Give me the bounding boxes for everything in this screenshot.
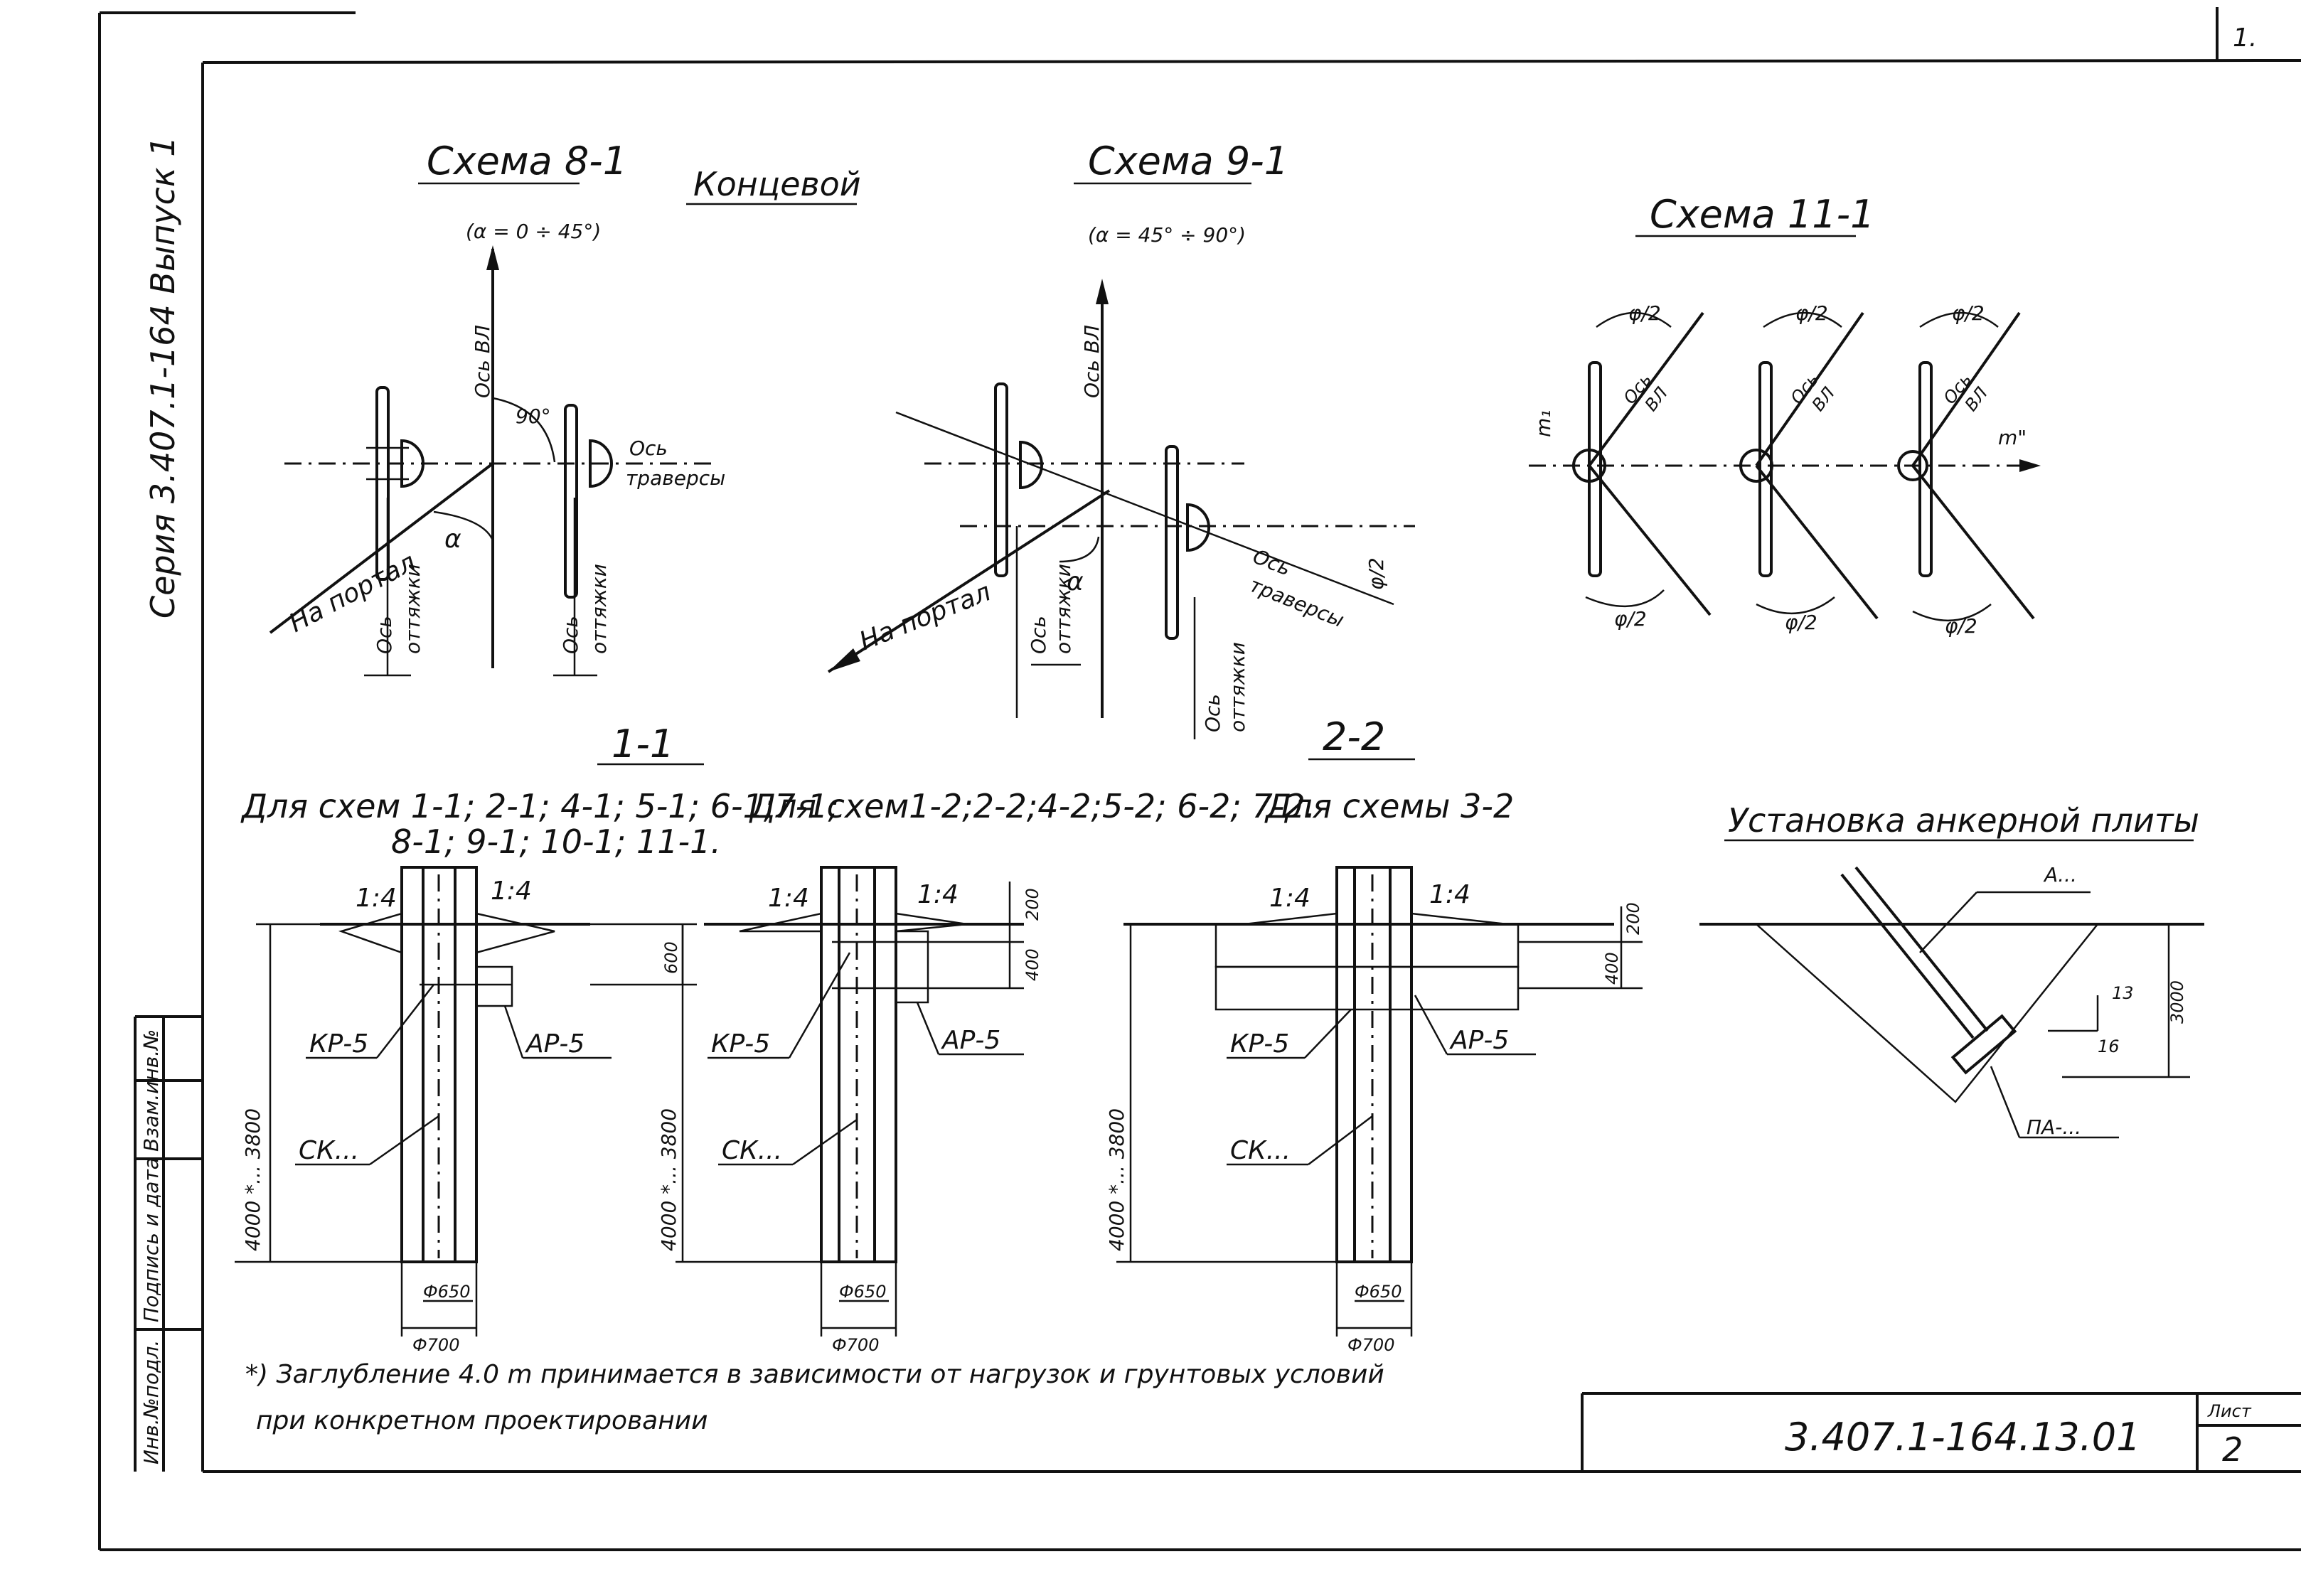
phi2-11f: φ/2 [1945,614,1977,638]
ottyazhki-3: Ось [559,616,582,654]
stamp-vzam: Взам.инв.№ [139,1029,163,1152]
scheme-11-1-title: Схема 11-1 [1650,192,1874,237]
scheme-8-1-angle: (α = 0 ÷ 45°) [466,220,601,243]
d600-1: 600 [661,941,681,974]
section-1-1-cap1: Для схем 1-1; 2-1; 4-1; 5-1; 6-1;7-1; [240,787,839,825]
series-label: Серия 3.407.1-164 Выпуск 1 [144,136,182,618]
section-2-2-title: 2-2 [1323,714,1385,759]
phi700-3: Ф700 [1347,1335,1394,1355]
note-line-2: при конкретном проектировании [256,1406,708,1435]
m2-label: m" [1998,426,2027,449]
os-traversy-2b: траверсы [1246,573,1347,632]
stamp-inv: Инв.№подл. [139,1340,163,1464]
ottyazhki-7: Ось [1201,694,1224,732]
scheme-8-1: Схема 8-1 (α = 0 ÷ 45°) Концевой Ось ВЛ … [269,139,861,677]
os-vl-label-2: Ось ВЛ [1080,325,1104,398]
phi650-3: Ф650 [1355,1282,1402,1302]
type-label: Концевой [693,165,861,203]
angle-90: 90° [516,405,551,428]
slope-2b: 1:4 [917,880,959,909]
sk-1: СК... [299,1136,359,1165]
slope-13: 13 [2112,983,2134,1003]
side-labels: Серия 3.407.1-164 Выпуск 1 Инв.№подл. По… [139,136,182,1464]
ottyazhki-1: Ось [373,616,396,654]
phi650-1: Ф650 [423,1282,470,1302]
slope-3a: 1:4 [1269,884,1310,913]
anchor-plate-section: Установка анкерной плиты А... ПА-... 13 … [1699,801,2204,1139]
phi2-1: φ/2 [1365,557,1388,590]
depth-3: 4000 *... 3800 [1105,1108,1128,1251]
phi650-2: Ф650 [839,1282,886,1302]
scheme-9-1-title: Схема 9-1 [1088,139,1288,183]
os-traversy-1b: траверсы [626,466,725,490]
section-1-1: 1-1 Для схем 1-1; 2-1; 4-1; 5-1; 6-1;7-1… [235,722,839,1355]
depth-1: 4000 *... 3800 [241,1108,265,1251]
kr5-2: КР-5 [711,1029,770,1059]
os-traversy-1a: Ось [629,437,668,460]
ottyazhki-6: оттяжки [1052,564,1075,654]
anchor-depth: 3000 [2167,980,2187,1024]
slope-3b: 1:4 [1429,880,1470,909]
stamp-sign: Подпись и дата [139,1157,163,1322]
m1-label: m₁ [1532,410,1555,438]
ottyazhki-4: оттяжки [587,564,611,654]
scheme-8-1-title: Схема 8-1 [427,139,627,183]
d400-3: 400 [1602,952,1622,985]
ottyazhki-5: Ось [1027,616,1050,654]
anchor-label-a: А... [2043,863,2077,887]
ar5-1: АР-5 [525,1029,584,1059]
section-1-1-title: 1-1 [612,722,674,766]
sk-3: СК... [1230,1136,1291,1165]
scheme-11-1: Схема 11-1 m₁ m" φ/2 Ось ВЛ φ/2 φ/2 Ось … [1529,192,2041,638]
phi2-11a: φ/2 [1628,301,1661,325]
slope-16: 16 [2098,1037,2120,1056]
ar5-2: АР-5 [941,1026,1000,1055]
d400-2: 400 [1023,948,1042,981]
d200-2: 200 [1023,888,1042,921]
anchor-title: Установка анкерной плиты [1728,801,2199,840]
scheme-9-1-angle: (α = 45° ÷ 90°) [1088,223,1246,247]
ar5-3: АР-5 [1449,1026,1509,1055]
section-middle: Для схем1-2;2-2;4-2;5-2; 6-2; 7-2. 1:4 1… [657,787,1315,1355]
scheme-9-1: Схема 9-1 (α = 45° ÷ 90°) Ось ВЛ На порт… [827,139,1415,739]
phi700-1: Ф700 [412,1335,459,1355]
sheet-frame [98,7,2301,1551]
sk-2: СК... [722,1136,782,1165]
footnote: *) Заглубление 4.0 m принимается в завис… [245,1360,1384,1435]
phi2-11d: φ/2 [1785,611,1817,634]
anchor-label-pa: ПА-... [2027,1115,2081,1139]
na-portal-2: На портал [855,577,995,656]
phi2-11c: φ/2 [1795,301,1828,325]
alpha-2: α [1067,567,1084,596]
section-2-2: 2-2 Для схемы 3-2 1:4 1:4 200 400 4000 *… [1105,714,1643,1355]
slope-2a: 1:4 [768,884,809,913]
slope-1b: 1:4 [491,877,532,906]
phi2-11b: φ/2 [1614,607,1647,631]
na-portal-1: На портал [284,547,420,638]
drawing-code: 3.407.1-164.13.01 [1785,1415,2140,1460]
phi700-2: Ф700 [832,1335,879,1355]
ottyazhki-2: оттяжки [401,564,425,654]
sheet-number: 2 [2222,1430,2243,1469]
sheet-label: Лист [2207,1401,2252,1421]
section-2-2-cap: Для схемы 3-2 [1264,787,1514,825]
title-block: 3.407.1-164.13.01 Лист 2 [1581,1392,2301,1472]
corner-number: 1. [2233,23,2257,53]
slope-1a: 1:4 [356,884,397,913]
note-line-1: *) Заглубление 4.0 m принимается в завис… [245,1360,1384,1389]
d200-3: 200 [1623,902,1643,935]
kr5-3: КР-5 [1230,1029,1289,1059]
alpha-1: α [444,525,461,554]
kr5-1: КР-5 [309,1029,368,1059]
section-1-1-cap2: 8-1; 9-1; 10-1; 11-1. [391,823,721,861]
section-mid-cap: Для схем1-2;2-2;4-2;5-2; 6-2; 7-2. [749,787,1315,825]
phi2-11e: φ/2 [1952,301,1985,325]
ottyazhki-8: оттяжки [1226,642,1249,732]
os-vl-label-1: Ось ВЛ [471,325,494,398]
depth-2: 4000 *... 3800 [657,1108,680,1251]
